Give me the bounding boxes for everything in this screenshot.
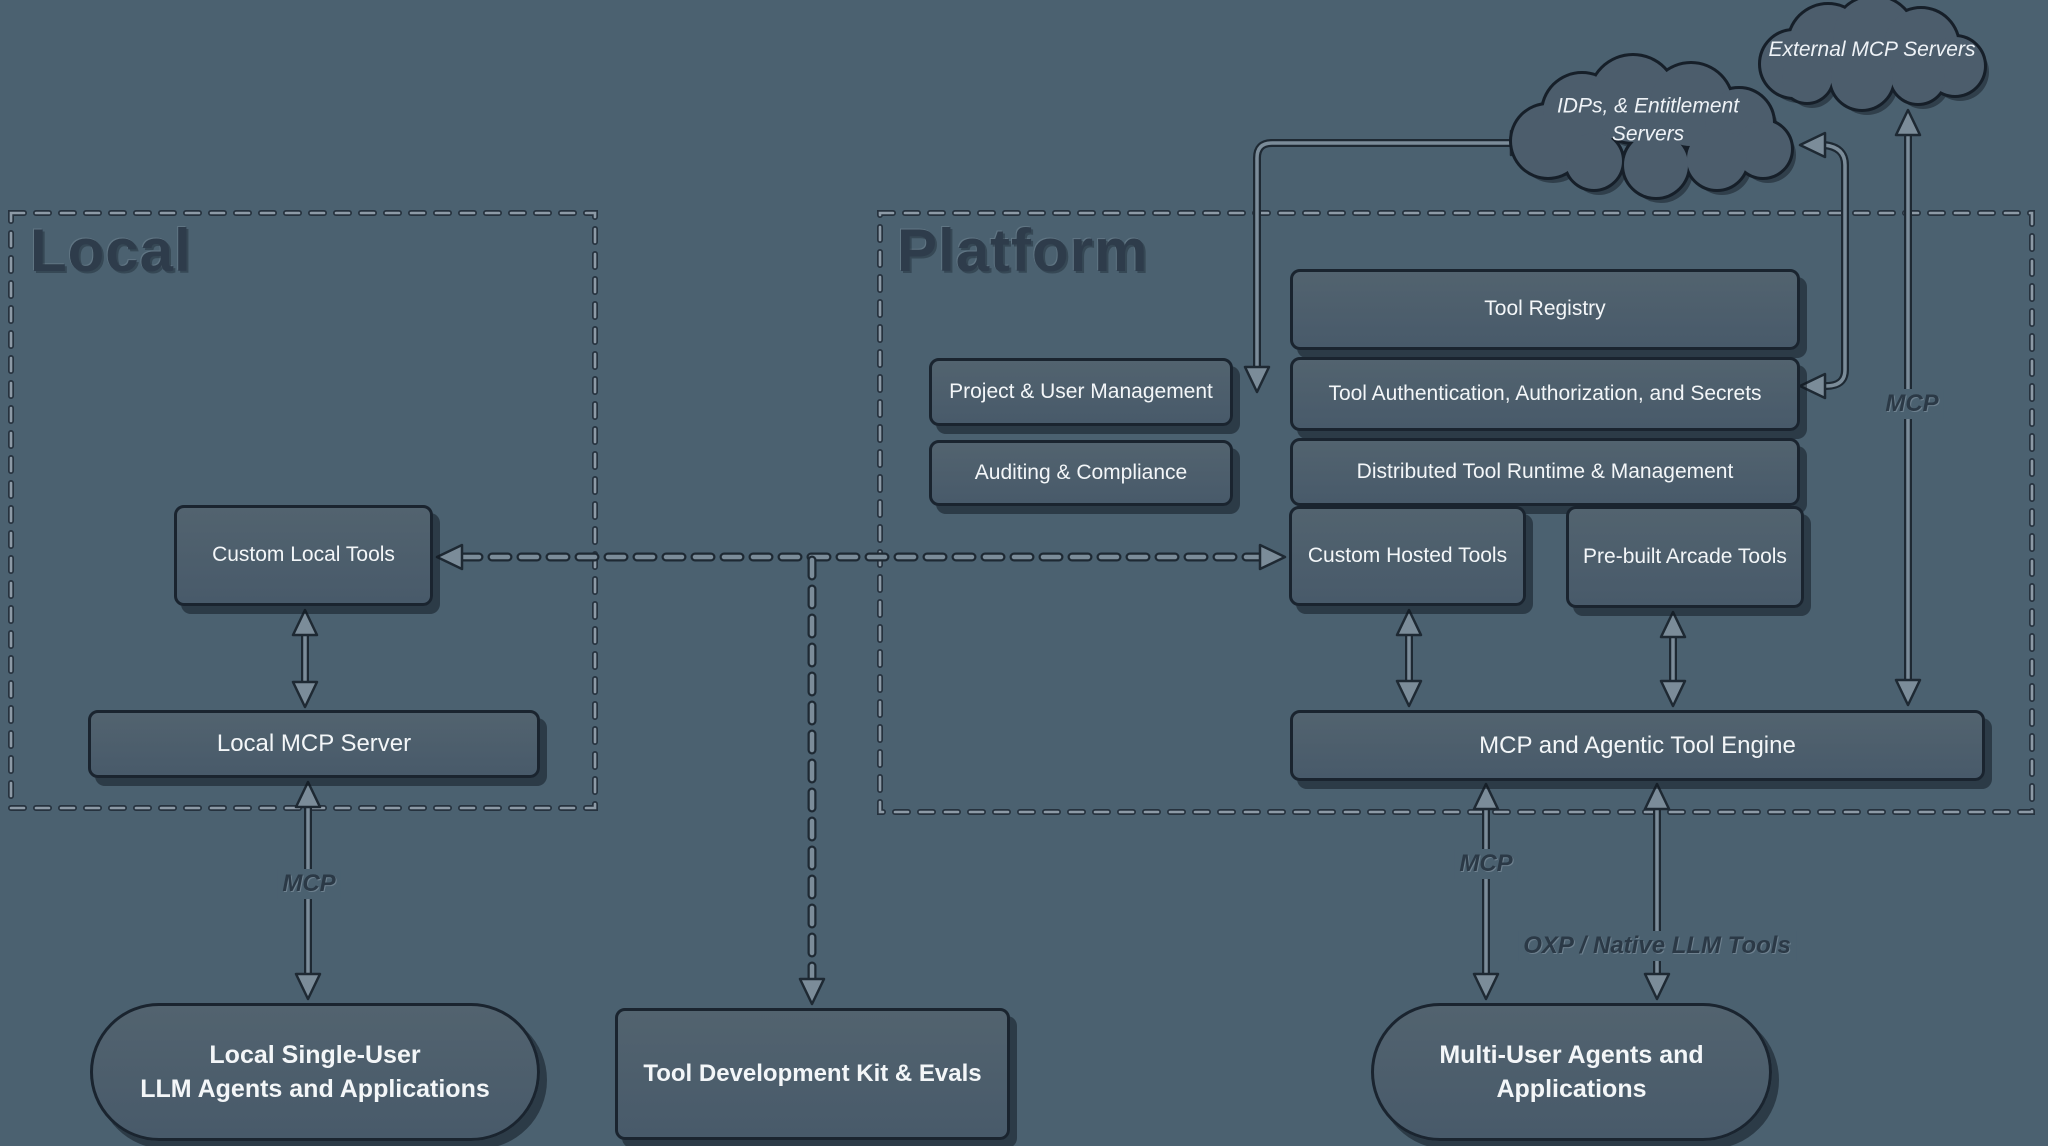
external-mcp-servers-cloud-label: External MCP Servers <box>1768 37 1976 61</box>
local-agents-line2: LLM Agents and Applications <box>140 1075 490 1103</box>
project-user-management-box: Project & User Management <box>929 358 1233 426</box>
multi-user-agents-line2: Applications <box>1496 1075 1647 1103</box>
idp-cloud-line2: Servers <box>1611 123 1685 146</box>
edge-prebuilt-engine <box>1659 610 1687 708</box>
edge-toolauth-idp-right <box>1798 131 1849 400</box>
edge-engine-multi-mcp <box>1472 782 1500 1001</box>
edge-toolauth-idp-left <box>1243 129 1538 394</box>
distributed-runtime-box: Distributed Tool Runtime & Management <box>1290 438 1800 506</box>
multi-user-agents-pill: Multi-User Agents and Applications <box>1371 1003 1772 1141</box>
custom-local-tools-box: Custom Local Tools <box>174 505 433 606</box>
local-agents-line1: Local Single-User <box>209 1040 421 1069</box>
edge-customhosted-engine <box>1395 608 1423 708</box>
tool-auth-box: Tool Authentication, Authorization, and … <box>1290 357 1800 431</box>
multi-user-agents-line1: Multi-User Agents and <box>1439 1040 1704 1069</box>
edge-customlocal-customhosted <box>435 543 1287 571</box>
prebuilt-arcade-tools-box: Pre-built Arcade Tools <box>1566 506 1804 608</box>
idp-entitlement-cloud <box>1509 53 1796 203</box>
tool-registry-box: Tool Registry <box>1290 269 1800 350</box>
idp-cloud-line1: IDPs, & Entitlement <box>1556 94 1740 118</box>
auditing-compliance-box: Auditing & Compliance <box>929 440 1233 506</box>
local-mcp-server-box: Local MCP Server <box>88 710 540 778</box>
oxp-native-llm-tools-label: OXP / Native LLM Tools <box>1518 931 1796 961</box>
edge-engine-multi-oxp <box>1643 782 1671 1001</box>
local-region-border <box>8 210 598 811</box>
edge-branch-tdk <box>798 555 826 1006</box>
custom-hosted-tools-box: Custom Hosted Tools <box>1289 506 1526 606</box>
mcp-label-local: MCP <box>277 869 341 899</box>
platform-region-title: Platform <box>897 217 1149 284</box>
external-mcp-servers-cloud <box>1758 0 1989 115</box>
local-agents-pill: Local Single-User LLM Agents and Applica… <box>90 1003 540 1141</box>
mcp-label-engine: MCP <box>1454 849 1518 879</box>
tool-dev-kit-box: Tool Development Kit & Evals <box>615 1008 1010 1140</box>
mcp-engine-box: MCP and Agentic Tool Engine <box>1290 710 1985 781</box>
mcp-label-external: MCP <box>1880 389 1944 419</box>
idp-entitlement-cloud-label: IDPs, & Entitlement Servers <box>1557 93 1739 150</box>
local-region-title: Local <box>30 217 192 284</box>
edge-customlocal-localmcp <box>291 608 319 709</box>
platform-region-border <box>877 210 2035 815</box>
